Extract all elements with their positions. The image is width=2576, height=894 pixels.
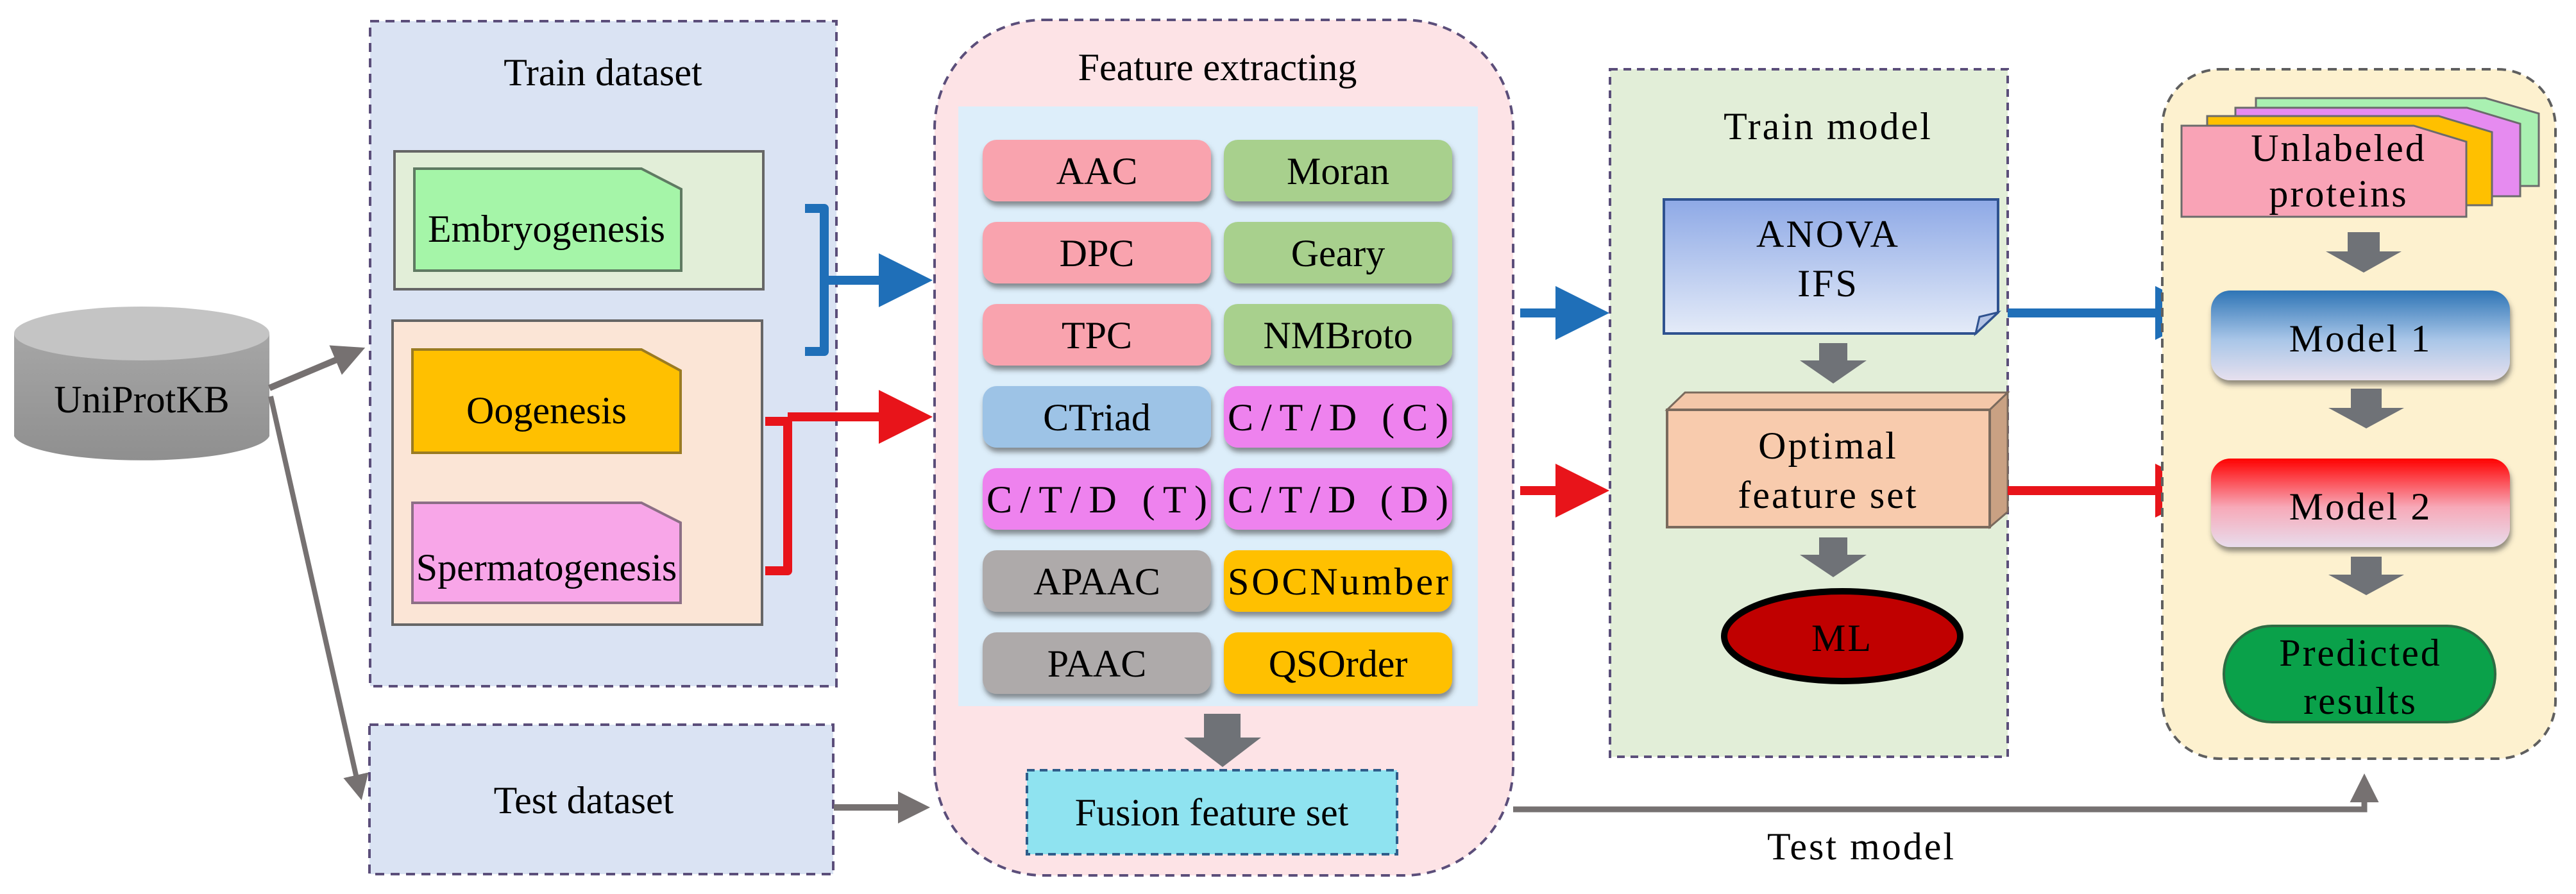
feature-chip-label: QSOrder (1269, 643, 1408, 685)
feature-chip-bg (1224, 140, 1452, 201)
feature-chip-bg (1224, 632, 1452, 694)
model2-box[interactable] (2211, 459, 2510, 547)
feature-chip-bg (983, 304, 1211, 366)
down-arrow-icon (2328, 557, 2404, 595)
feature-chip-bg (1224, 222, 1452, 283)
feature-chip-label: CTriad (1043, 396, 1151, 439)
feature-chip-c-t-d-t[interactable] (983, 468, 1211, 530)
down-arrow-icon (1184, 714, 1261, 767)
feature-chip-ctriad[interactable] (983, 386, 1211, 448)
optimal-label: Optimal (1758, 425, 1898, 467)
test-dataset-title: Test dataset (494, 779, 674, 822)
feature-chip-bg (983, 140, 1211, 201)
fusion-feature-set-label: Fusion feature set (1075, 791, 1349, 834)
feature-chip-moran[interactable] (1224, 140, 1452, 201)
feature-chip-bg (983, 550, 1211, 612)
predicted-results[interactable]: Predicted results (2223, 625, 2496, 723)
train-model-title: Train model (1724, 105, 1933, 148)
down-arrow-icon (1800, 343, 1867, 384)
feature-chip-label: C/T/D (C) (1228, 396, 1448, 439)
anova-label: ANOVA (1756, 213, 1900, 255)
spermatogenesis-label: Spermatogenesis (416, 546, 677, 589)
uniprotkb-label: UniProtKB (54, 378, 229, 421)
model2-label: Model 2 (2289, 485, 2432, 528)
feature-chip-bg (1224, 550, 1452, 612)
optimal-feature-set-step[interactable]: Optimal feature set (1665, 390, 2010, 530)
page-curl-icon (1974, 310, 2002, 337)
ml-step[interactable]: ML (1721, 588, 1963, 684)
feature-chip-label: Moran (1287, 150, 1389, 192)
uniprotkb-database[interactable]: UniProtKB (14, 307, 269, 460)
fusion-feature-set[interactable]: Fusion feature set (1026, 769, 1398, 856)
prediction-panel: Unlabeled proteins Model 1 Model 2 Predi… (2161, 68, 2557, 760)
proteins-label: proteins (2269, 173, 2408, 215)
oogenesis-card[interactable]: Oogenesis (411, 348, 682, 454)
feature-chip-label: C/T/D (D) (1228, 478, 1448, 521)
feature-chip-geary[interactable] (1224, 222, 1452, 283)
box-side (1988, 390, 2009, 530)
feature-chip-apaac[interactable] (983, 550, 1211, 612)
feature-chip-bg (1224, 304, 1452, 366)
embryogenesis-label: Embryogenesis (428, 208, 665, 250)
down-arrow-icon (2328, 389, 2404, 428)
database-icon (14, 333, 269, 460)
train-dataset-panel: Train dataset Embryogenesis Oogenesis Sp… (369, 20, 838, 687)
model1-label: Model 1 (2289, 317, 2432, 360)
results-label: results (2303, 680, 2418, 722)
feature-chip-qsorder[interactable] (1224, 632, 1452, 694)
box-depth (1665, 391, 2010, 411)
feature-chip-label: PAAC (1047, 643, 1147, 685)
down-arrow-icon (2326, 232, 2402, 273)
anova-ifs-step[interactable]: ANOVA IFS (1663, 198, 2002, 337)
feature-chip-paac[interactable] (983, 632, 1211, 694)
test-model-path (1513, 773, 2379, 813)
feature-extracting-title: Feature extracting (1078, 46, 1357, 89)
feature-chip-label: APAAC (1033, 561, 1160, 603)
feature-chip-label: C/T/D (T) (987, 478, 1207, 521)
train-dataset-title: Train dataset (504, 51, 702, 94)
oogenesis-label: Oogenesis (466, 389, 627, 432)
feature-chip-c-t-d-c[interactable] (1224, 386, 1452, 448)
feature-chip-nmbroto[interactable] (1224, 304, 1452, 366)
down-arrow-icon (1800, 537, 1867, 577)
test-model-label: Test model (1767, 825, 1956, 868)
feature-chip-label: NMBroto (1263, 314, 1412, 357)
predicted-label: Predicted (2279, 632, 2442, 674)
spermatogenesis-card[interactable]: Spermatogenesis (411, 502, 682, 604)
feature-chip-bg (983, 468, 1211, 530)
feature-chip-label: TPC (1062, 314, 1132, 357)
feature-chip-label: AAC (1056, 150, 1138, 192)
arrow-to-train-dataset (268, 345, 366, 391)
red-bracket (765, 417, 792, 575)
feature-chip-dpc[interactable] (983, 222, 1211, 283)
feature-chip-bg (1224, 386, 1452, 448)
feature-chip-bg (1224, 468, 1452, 530)
feature-chip-bg (983, 222, 1211, 283)
arrow-to-test-dataset (268, 396, 369, 800)
ml-label: ML (1811, 617, 1873, 659)
feature-chip-bg (983, 386, 1211, 448)
database-top (14, 307, 269, 360)
test-dataset-panel[interactable]: Test dataset (368, 723, 835, 875)
feature-chip-c-t-d-d[interactable] (1224, 468, 1452, 530)
train-model-panel: Train model ANOVA IFS Optimal feature se… (1609, 68, 2010, 758)
feature-chip-label: DPC (1060, 232, 1135, 274)
feature-chip-bg (983, 632, 1211, 694)
feature-chip-tpc[interactable] (983, 304, 1211, 366)
embryogenesis-card[interactable]: Embryogenesis (413, 167, 682, 272)
model1-box[interactable] (2211, 291, 2510, 380)
protein-card-pink (2180, 124, 2468, 218)
unlabeled-proteins-stack[interactable]: Unlabeled proteins (2180, 97, 2540, 218)
feature-chip-label: Geary (1291, 232, 1385, 274)
unlabeled-label: Unlabeled (2251, 127, 2427, 169)
feature-chip-socnumber[interactable] (1224, 550, 1452, 612)
feature-chip-aac[interactable] (983, 140, 1211, 201)
feature-set-label: feature set (1738, 474, 1918, 516)
ifs-label: IFS (1797, 262, 1859, 305)
